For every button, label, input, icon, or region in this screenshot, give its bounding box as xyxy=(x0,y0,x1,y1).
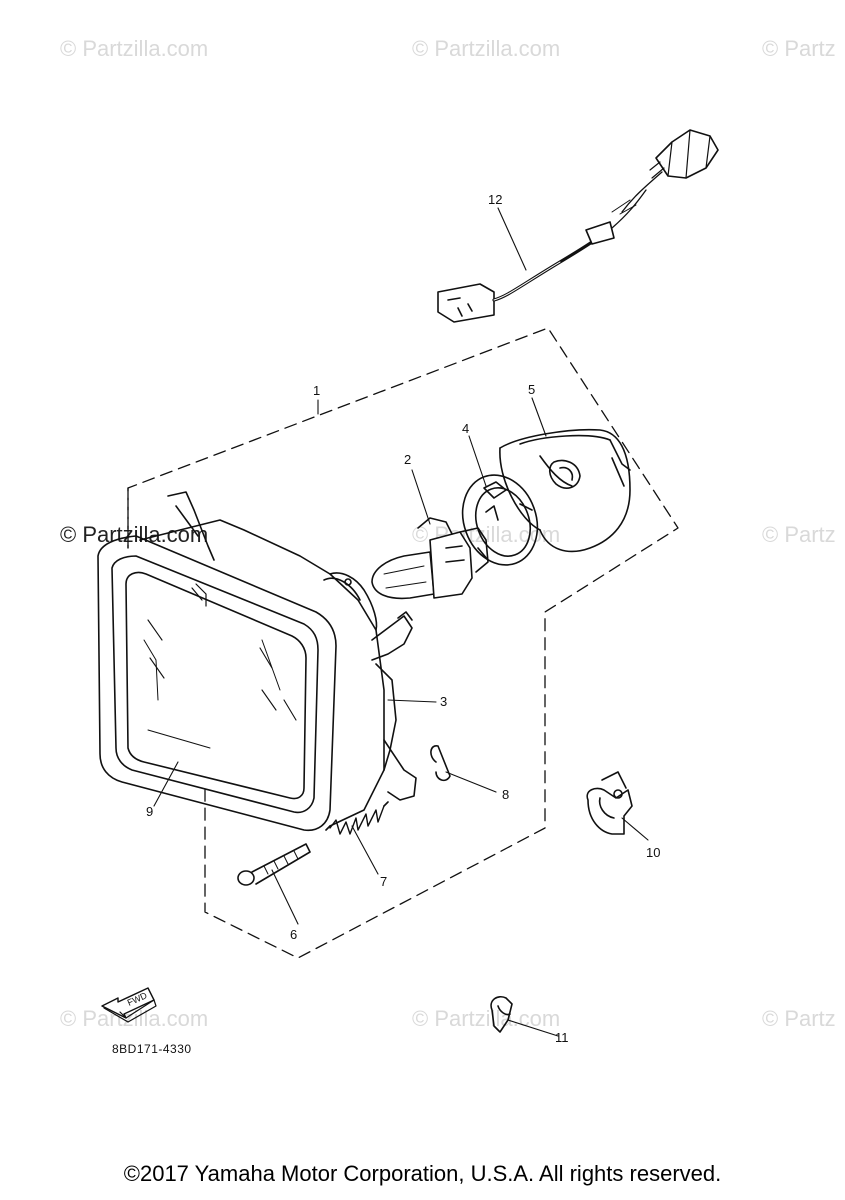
watermark: © Partzilla.com xyxy=(60,522,209,547)
callout-12: 12 xyxy=(488,192,503,207)
fwd-arrow-icon xyxy=(101,987,157,1023)
watermark: © Partz xyxy=(762,36,836,61)
adjusting-screw xyxy=(237,843,311,886)
retaining-ring xyxy=(461,474,539,566)
callout-10: 10 xyxy=(646,845,661,860)
watermark: © Partz xyxy=(762,522,836,547)
callout-1: 1 xyxy=(313,383,321,398)
callout-9: 9 xyxy=(146,804,154,819)
watermark: © Partzilla.com xyxy=(60,36,209,61)
callout-7: 7 xyxy=(380,874,388,889)
watermark: © Partzilla.com xyxy=(412,36,561,61)
watermark: © Partzilla.com xyxy=(412,1006,561,1031)
clip xyxy=(430,745,451,782)
band-clip xyxy=(490,995,513,1033)
copyright-notice: ©2017 Yamaha Motor Corporation, U.S.A. A… xyxy=(123,1161,722,1186)
halogen-bulb xyxy=(371,505,499,600)
wire-harness xyxy=(437,129,719,323)
callout-11: 11 xyxy=(555,1030,569,1045)
leader-lines xyxy=(153,207,649,1037)
watermark: © Partz xyxy=(762,1006,836,1031)
callout-5: 5 xyxy=(528,382,536,397)
socket-cover xyxy=(499,428,631,553)
callout-3: 3 xyxy=(440,694,448,709)
callout-8: 8 xyxy=(502,787,510,802)
headlight-housing xyxy=(139,491,417,827)
assembly-boundary-path xyxy=(127,327,679,959)
clamp xyxy=(586,771,633,835)
callout-2: 2 xyxy=(404,452,412,467)
callout-4: 4 xyxy=(462,421,470,436)
callout-6: 6 xyxy=(290,927,298,942)
headlight-lens xyxy=(97,535,337,832)
spring xyxy=(325,801,389,835)
diagram-part-number: 8BD171-4330 xyxy=(112,1042,192,1056)
